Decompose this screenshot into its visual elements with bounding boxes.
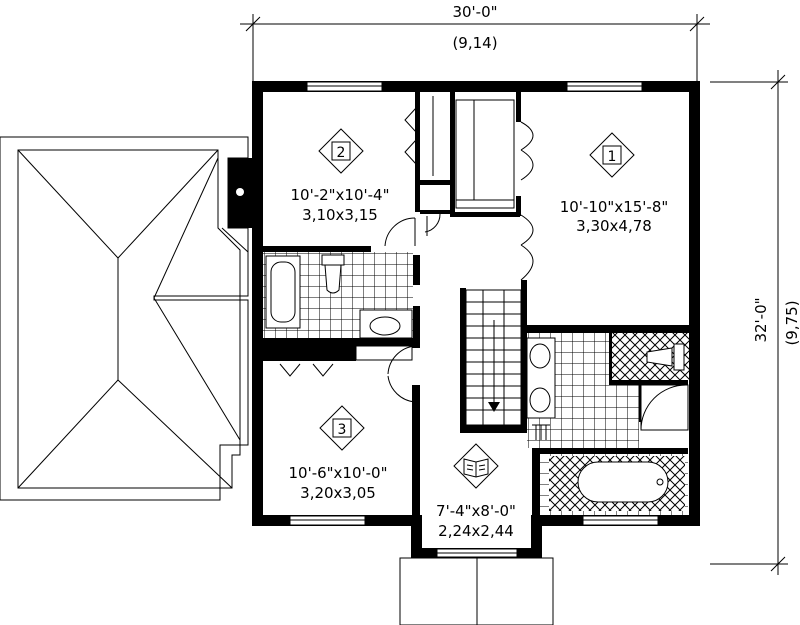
staircase [465,289,522,426]
room-study: 7'-4"x8'-0" 2,24x2,44 [436,443,516,540]
front-porch [399,557,554,625]
room-dims-imperial-bedroom-3: 10'-6"x10'-0" [288,464,387,482]
room-bedroom-3: 3 10'-6"x10'-0" 3,20x3,05 [288,405,388,502]
top-dimension-metric: (9,14) [452,34,497,52]
room-dims-metric-bedroom-2: 3,10x3,15 [302,206,378,224]
room-tag-bedroom-2: 2 [337,145,346,161]
toilet-icon [646,347,673,367]
room-dims-metric-study: 2,24x2,44 [438,522,514,540]
closet-doors-bedroom-1 [520,121,534,281]
sink-icon [369,316,401,336]
windows [289,81,659,558]
sink-icon [529,387,551,413]
room-tag-bedroom-1: 1 [608,149,617,165]
right-dimension-imperial: 32'-0" [752,297,770,342]
bathtub [577,461,669,503]
room-dims-imperial-bedroom-1: 10'-10"x15'-8" [560,198,669,216]
book-icon [463,458,489,478]
room-dims-metric-bedroom-1: 3,30x4,78 [576,217,652,235]
toilet-icon [324,264,342,294]
room-tag-bedroom-3: 3 [338,422,347,438]
room-bedroom-2: 2 10'-2"x10'-4" 3,10x3,15 [290,128,390,224]
interior-walls [263,92,691,521]
sink-icon [529,343,551,369]
right-dimension-metric: (9,75) [783,300,800,345]
room-bedroom-1: 1 10'-10"x15'-8" 3,30x4,78 [560,132,669,235]
master-bathroom [526,333,689,515]
lower-roof [0,136,249,501]
top-dimension: 30'-0" (9,14) [240,3,710,84]
room-dims-imperial-bedroom-2: 10'-2"x10'-4" [290,186,389,204]
room-dims-imperial-study: 7'-4"x8'-0" [436,502,516,520]
chimney-flue [236,188,244,196]
room-dims-metric-bedroom-3: 3,20x3,05 [300,484,376,502]
closet-doors-bedroom-3 [279,345,413,377]
stair-arrow-icon [488,402,500,412]
top-dimension-imperial: 30'-0" [452,3,497,21]
bathroom [263,252,413,339]
right-dimension: 32'-0" (9,75) [710,70,800,575]
walk-in-closet [455,99,515,209]
closet-doors-bedroom-2 [404,96,434,176]
